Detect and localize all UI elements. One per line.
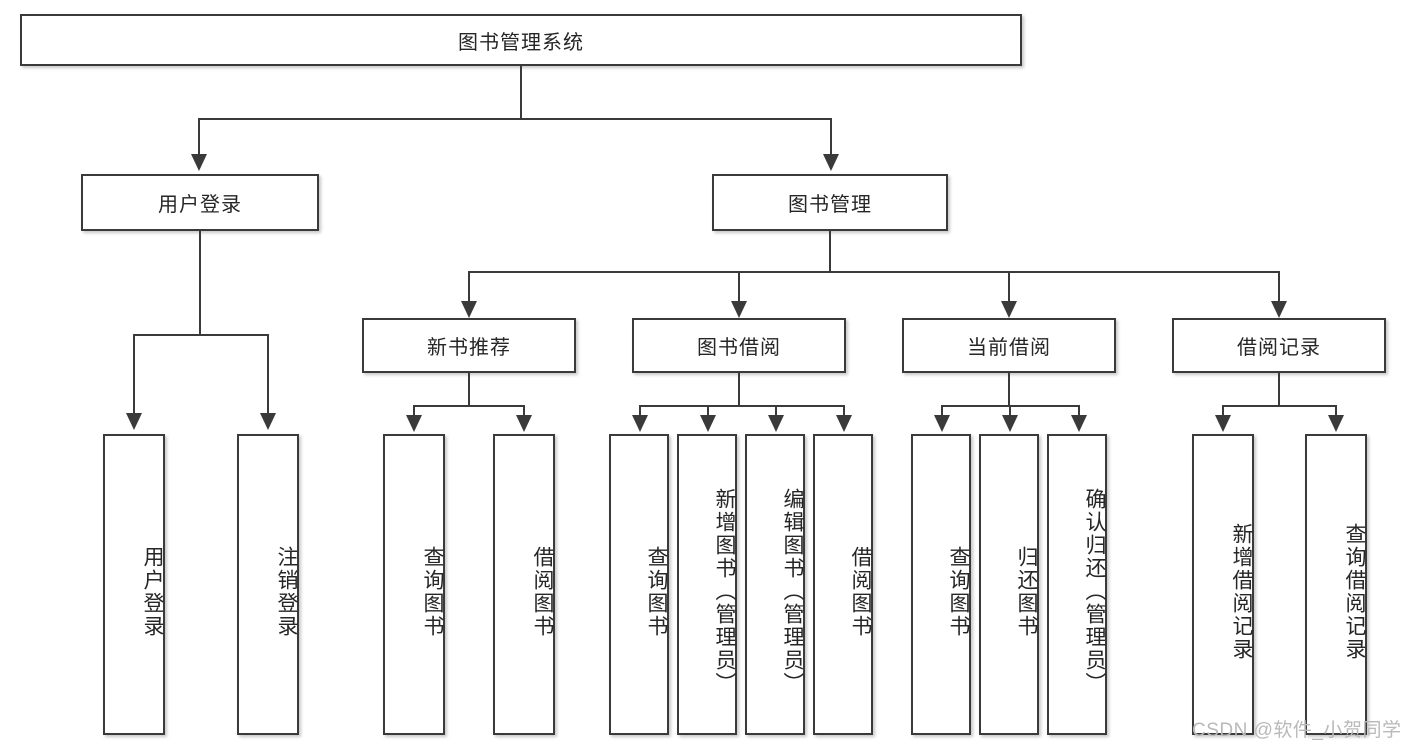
connector-nbr-drop-2	[523, 405, 525, 417]
node-new-book-recommend[interactable]: 新书推荐	[362, 318, 576, 373]
connector-br-drop-1	[1222, 405, 1224, 417]
node-user-login[interactable]: 用户登录	[81, 174, 319, 231]
leaf-bb-query-book[interactable]: 查询图书	[609, 434, 669, 735]
node-label: 编辑图书（管理员）	[781, 488, 804, 695]
connector-bb-drop-4	[843, 405, 845, 417]
leaf-cb-return-book[interactable]: 归还图书	[979, 434, 1039, 735]
node-label: 借阅记录	[1237, 337, 1321, 359]
arrowhead-borrow-record	[1271, 301, 1287, 318]
connector-book-mgmt-drop-1	[468, 271, 470, 303]
node-root-system[interactable]: 图书管理系统	[20, 14, 1022, 66]
node-book-borrow[interactable]: 图书借阅	[632, 318, 846, 373]
arrowhead-cb-leaf-2	[1002, 415, 1018, 432]
connector-book-mgmt-drop-2	[738, 271, 740, 303]
leaf-br-query-record[interactable]: 查询借阅记录	[1305, 434, 1367, 735]
connector-nbr-bar	[413, 405, 523, 407]
connector-book-mgmt-drop-3	[1008, 271, 1010, 303]
node-label: 新增图书（管理员）	[713, 488, 736, 695]
arrowhead-user-login	[191, 154, 207, 171]
connector-root-bar	[198, 118, 832, 120]
arrowhead-br-leaf-1	[1215, 415, 1231, 432]
node-label: 归还图书	[1015, 545, 1038, 638]
node-label: 注销登录	[275, 545, 298, 638]
node-label: 借阅图书	[849, 545, 872, 638]
arrowhead-bb-leaf-4	[836, 415, 852, 432]
connector-bb-drop-3	[775, 405, 777, 417]
arrowhead-bb-leaf-3	[768, 415, 784, 432]
connector-user-login-stem	[199, 231, 201, 334]
node-label: 用户登录	[141, 545, 164, 638]
connector-bb-stem	[738, 373, 740, 405]
arrowhead-cb-leaf-1	[934, 415, 950, 432]
leaf-bb-borrow-book[interactable]: 借阅图书	[813, 434, 873, 735]
connector-bb-bar	[639, 405, 843, 407]
connector-nbr-drop-1	[413, 405, 415, 417]
connector-cb-drop-1	[941, 405, 943, 417]
node-label: 查询图书	[645, 545, 668, 638]
connector-br-drop-2	[1335, 405, 1337, 417]
node-label: 新书推荐	[427, 337, 511, 359]
connector-user-login-drop-1	[133, 334, 135, 415]
leaf-br-add-record[interactable]: 新增借阅记录	[1192, 434, 1254, 735]
node-label: 查询图书	[421, 545, 444, 638]
connector-root-to-book-mgmt	[830, 118, 832, 156]
leaf-nbr-borrow-book[interactable]: 借阅图书	[493, 434, 555, 735]
node-label: 借阅图书	[531, 545, 554, 638]
watermark-text: CSDN @软件_小贺同学	[1192, 720, 1402, 741]
leaf-logout[interactable]: 注销登录	[237, 434, 299, 735]
connector-cb-drop-2	[1009, 405, 1011, 417]
connector-book-mgmt-drop-4	[1278, 271, 1280, 303]
arrowhead-book-borrow	[731, 301, 747, 318]
leaf-bb-edit-book-admin[interactable]: 编辑图书（管理员）	[745, 434, 805, 735]
node-label: 当前借阅	[967, 337, 1051, 359]
arrowhead-nbr-leaf-2	[516, 415, 532, 432]
connector-user-login-drop-2	[267, 334, 269, 415]
connector-br-stem	[1278, 373, 1280, 405]
connector-br-bar	[1222, 405, 1335, 407]
node-label: 用户登录	[158, 194, 242, 216]
connector-bb-drop-2	[707, 405, 709, 417]
arrowhead-book-mgmt	[823, 154, 839, 171]
connector-root-to-user-login	[198, 118, 200, 156]
connector-nbr-stem	[468, 373, 470, 405]
connector-book-mgmt-stem	[829, 231, 831, 271]
node-current-borrow[interactable]: 当前借阅	[902, 318, 1116, 373]
connector-bb-drop-1	[639, 405, 641, 417]
node-label: 图书管理系统	[458, 31, 584, 54]
node-book-management[interactable]: 图书管理	[712, 174, 948, 231]
arrowhead-bb-leaf-1	[632, 415, 648, 432]
arrowhead-new-book-recommend	[461, 301, 477, 318]
leaf-cb-query-book[interactable]: 查询图书	[911, 434, 971, 735]
leaf-nbr-query-book[interactable]: 查询图书	[383, 434, 445, 735]
node-label: 查询借阅记录	[1343, 522, 1366, 661]
connector-book-mgmt-bar	[468, 271, 1280, 273]
connector-cb-drop-3	[1078, 405, 1080, 417]
leaf-cb-confirm-return-admin[interactable]: 确认归还（管理员）	[1047, 434, 1107, 735]
arrowhead-nbr-leaf-1	[406, 415, 422, 432]
arrowhead-current-borrow	[1001, 301, 1017, 318]
node-label: 确认归还（管理员）	[1083, 488, 1106, 695]
arrowhead-cb-leaf-3	[1071, 415, 1087, 432]
connector-user-login-bar	[133, 334, 267, 336]
arrowhead-bb-leaf-2	[700, 415, 716, 432]
node-label: 查询图书	[947, 545, 970, 638]
connector-root-stem	[520, 66, 522, 118]
leaf-user-login[interactable]: 用户登录	[103, 434, 165, 735]
leaf-bb-add-book-admin[interactable]: 新增图书（管理员）	[677, 434, 737, 735]
arrowhead-leaf-logout	[260, 413, 276, 430]
arrowhead-br-leaf-2	[1328, 415, 1344, 432]
arrowhead-leaf-user-login	[126, 413, 142, 430]
connector-cb-stem	[1008, 373, 1010, 405]
node-borrow-record[interactable]: 借阅记录	[1172, 318, 1386, 373]
node-label: 图书管理	[788, 194, 872, 216]
node-label: 新增借阅记录	[1230, 522, 1253, 661]
node-label: 图书借阅	[697, 337, 781, 359]
